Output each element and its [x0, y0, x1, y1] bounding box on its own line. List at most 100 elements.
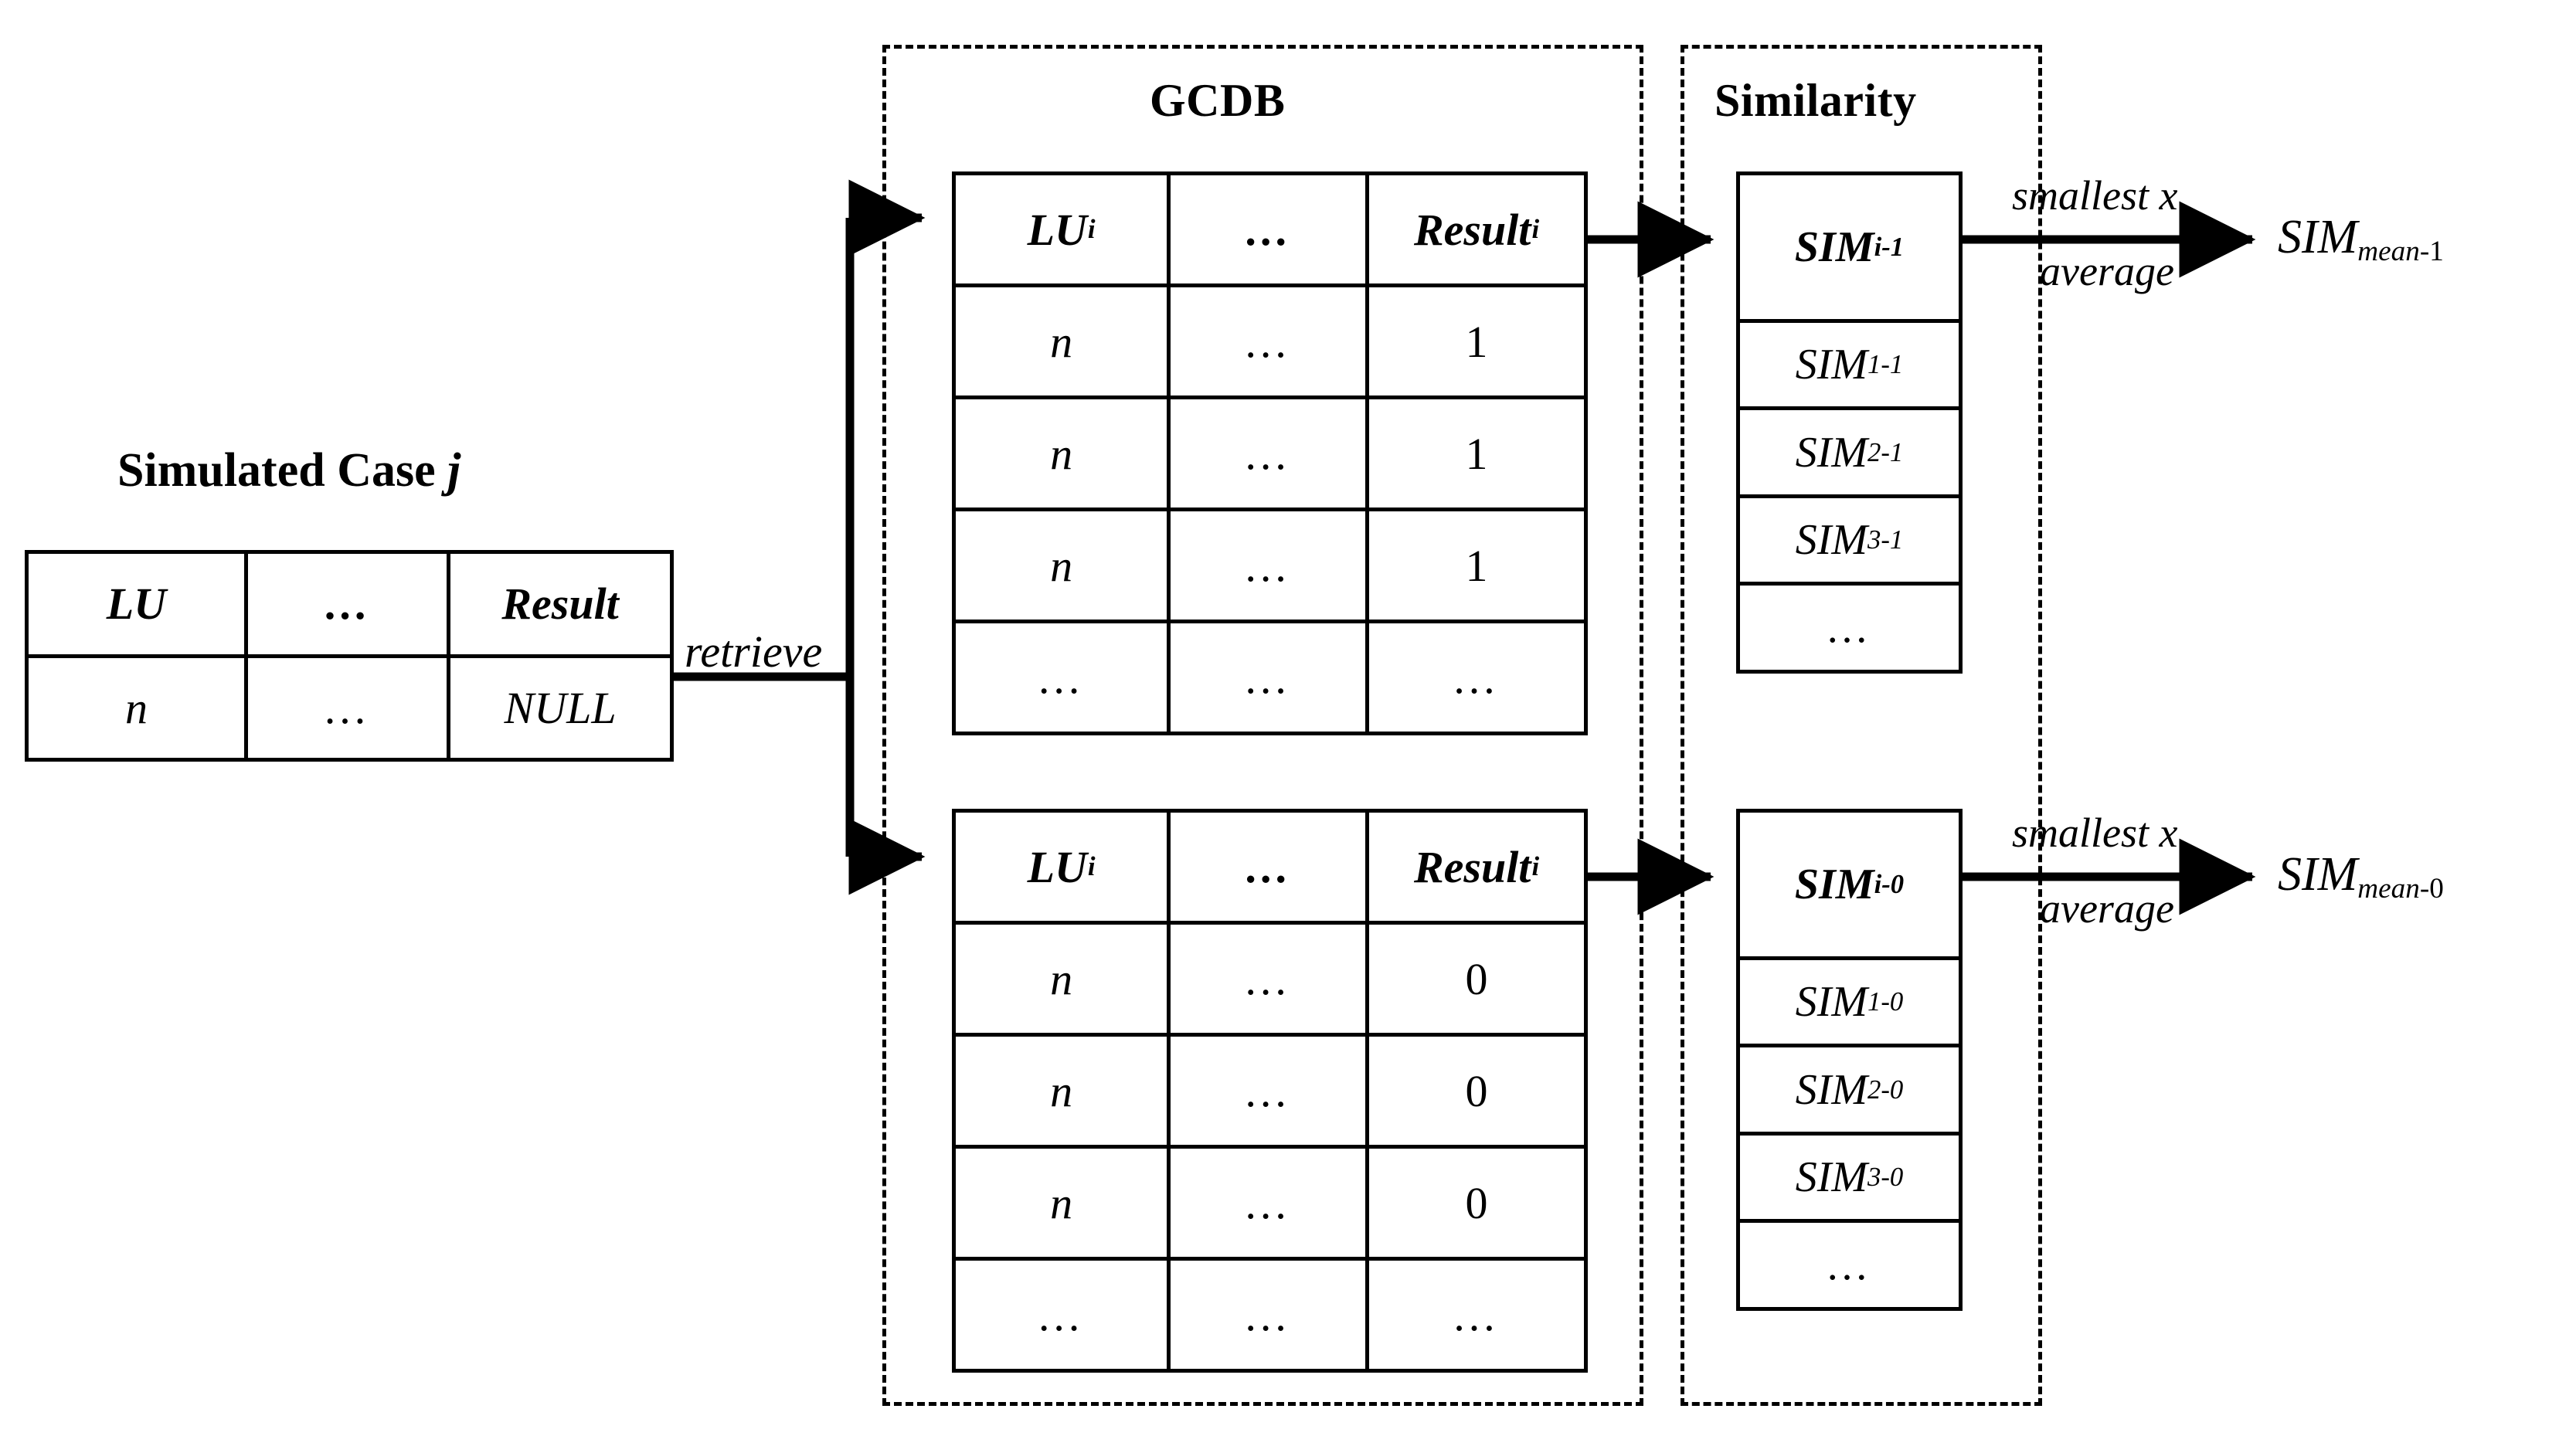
- cell-result: …: [1365, 623, 1584, 732]
- column-header-result-subscript: i: [1531, 214, 1540, 244]
- cell-result: 1: [1365, 511, 1584, 620]
- cell-lu: n: [1050, 428, 1073, 479]
- output-subscript-mean: mean: [2357, 235, 2420, 267]
- cell-lu: n: [1050, 316, 1073, 367]
- column-header-ellipsis: …: [1167, 813, 1365, 921]
- retrieve-label: retrieve: [685, 626, 823, 677]
- table-row: … … …: [956, 1257, 1584, 1369]
- cell-lu: …: [1036, 1289, 1086, 1340]
- column-header-ellipsis: …: [243, 554, 447, 654]
- cell-ellipsis: …: [1167, 399, 1365, 508]
- cell-result: 1: [1365, 287, 1584, 395]
- simulated-case-title: Simulated Case j: [117, 443, 460, 498]
- sim-row-base: SIM: [1795, 428, 1867, 477]
- average-label-top: average: [2040, 248, 2174, 294]
- column-header-ellipsis: …: [1167, 175, 1365, 283]
- column-header-lu-text: LU: [1027, 204, 1087, 255]
- sim-header-subscript: i-0: [1874, 868, 1905, 899]
- cell-ellipsis: …: [1167, 623, 1365, 732]
- smallest-x-label-top: smallest x: [2012, 172, 2178, 219]
- table-row: n … 1: [956, 283, 1584, 395]
- sim-row-subscript: 1-0: [1867, 986, 1904, 1017]
- sim-row-base: SIM: [1795, 977, 1867, 1026]
- simulated-case-title-index: j: [447, 444, 461, 497]
- column-header-result-text: Result: [1413, 204, 1531, 255]
- cell-lu: n: [1050, 540, 1073, 591]
- sim-header-base: SIM: [1794, 222, 1874, 271]
- cell-ellipsis: …: [1167, 287, 1365, 395]
- table-row: n … 0: [956, 1033, 1584, 1145]
- column-header-lu-subscript: i: [1087, 214, 1096, 244]
- sim-row-subscript: 3-0: [1867, 1162, 1904, 1193]
- cell-ellipsis: …: [1167, 511, 1365, 620]
- sim-row-subscript: 2-1: [1867, 436, 1904, 467]
- smallest-x-label-bottom: smallest x: [2012, 810, 2178, 856]
- cell-lu: n: [1050, 1065, 1073, 1116]
- cell-result: …: [1365, 1261, 1584, 1369]
- column-header-lu: LU: [106, 579, 167, 630]
- cell-result: 1: [1365, 399, 1584, 508]
- sim-row-base: SIM: [1795, 516, 1867, 565]
- table-row: n … 0: [956, 1145, 1584, 1257]
- sim-header-base: SIM: [1794, 860, 1874, 908]
- cell-ellipsis: …: [1167, 1149, 1365, 1257]
- table-row: n … 0: [956, 921, 1584, 1033]
- cell-result: NULL: [447, 657, 670, 758]
- output-subscript-mean: mean: [2357, 872, 2420, 905]
- sim-row-subscript: 3-1: [1867, 524, 1904, 555]
- cell-ellipsis: …: [1167, 925, 1365, 1033]
- gcdb-group-box: [882, 45, 1643, 1406]
- cell-result: 0: [1365, 925, 1584, 1033]
- sim-row-ellipsis: …: [1740, 1219, 1959, 1307]
- cell-lu: n: [1050, 953, 1073, 1004]
- cell-result: 0: [1365, 1037, 1584, 1145]
- table-row: n … NULL: [29, 653, 670, 758]
- output-subscript-class: -1: [2419, 235, 2444, 267]
- cell-result: 0: [1365, 1149, 1584, 1257]
- sim-header-subscript: i-1: [1874, 231, 1905, 262]
- cell-ellipsis: …: [1167, 1037, 1365, 1145]
- sim-row-base: SIM: [1795, 1153, 1867, 1202]
- cell-ellipsis: …: [243, 657, 447, 758]
- sim-row-base: SIM: [1795, 340, 1867, 389]
- column-header-lu-text: LU: [1027, 841, 1087, 892]
- table-header-row: LU … Result: [29, 554, 670, 654]
- sim-row-ellipsis: …: [1740, 582, 1959, 670]
- output-sim-mean-0: SIMmean-0: [2278, 847, 2444, 905]
- table-row: n … 1: [956, 508, 1584, 620]
- gcdb-group-title: GCDB: [1150, 75, 1286, 126]
- sim-row-subscript: 2-0: [1867, 1074, 1904, 1105]
- average-label-bottom: average: [2040, 885, 2174, 932]
- cell-lu: …: [1036, 652, 1086, 703]
- output-base: SIM: [2278, 848, 2358, 901]
- similarity-group-title: Similarity: [1715, 75, 1917, 126]
- column-header-lu-subscript: i: [1087, 851, 1096, 881]
- similarity-group-box: [1681, 45, 2042, 1406]
- sim-row-base: SIM: [1795, 1065, 1867, 1114]
- cell-lu: n: [124, 682, 148, 733]
- cell-ellipsis: …: [1167, 1261, 1365, 1369]
- simulated-case-table: LU … Result n … NULL: [25, 550, 674, 762]
- simulated-case-title-text: Simulated Case: [117, 444, 436, 497]
- output-base: SIM: [2278, 211, 2358, 263]
- table-row: … … …: [956, 620, 1584, 732]
- output-subscript-class: -0: [2419, 872, 2444, 905]
- table-row: n … 1: [956, 395, 1584, 508]
